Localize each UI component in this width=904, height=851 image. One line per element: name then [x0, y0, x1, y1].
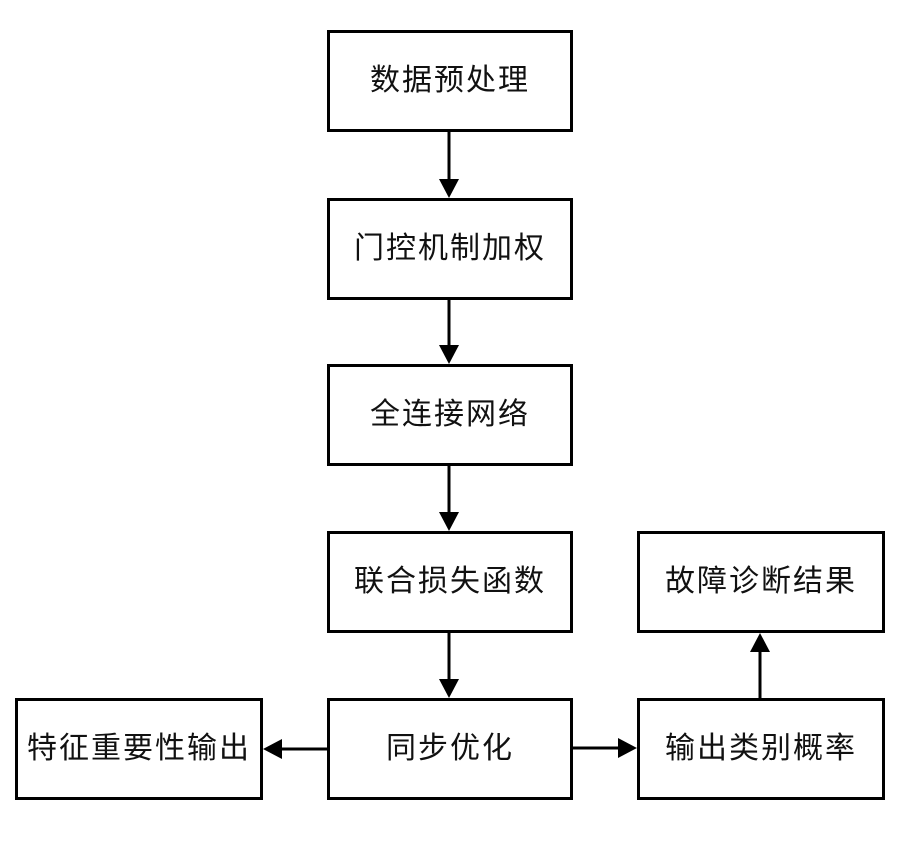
node-synchronous-optimization: 同步优化 [327, 698, 573, 800]
node-fully-connected-network: 全连接网络 [327, 364, 573, 466]
arrow-sync-to-feature-importance [263, 739, 327, 759]
node-output-class-probability-label: 输出类别概率 [665, 732, 857, 765]
arrow-sync-to-class-prob [573, 738, 637, 758]
node-feature-importance-output: 特征重要性输出 [15, 698, 263, 800]
arrow-gate-to-fc [439, 300, 459, 364]
node-feature-importance-output-label: 特征重要性输出 [27, 732, 251, 765]
arrow-class-prob-to-diagnosis [750, 633, 770, 698]
node-fault-diagnosis-result-label: 故障诊断结果 [665, 565, 857, 598]
arrow-preprocess-to-gate [439, 132, 459, 198]
node-joint-loss-function: 联合损失函数 [327, 531, 573, 633]
node-gating-mechanism-weighting-label: 门控机制加权 [354, 232, 546, 265]
node-output-class-probability: 输出类别概率 [637, 698, 885, 800]
node-data-preprocessing-label: 数据预处理 [370, 64, 530, 97]
node-data-preprocessing: 数据预处理 [327, 30, 573, 132]
node-fully-connected-network-label: 全连接网络 [370, 398, 530, 431]
arrow-loss-to-sync [439, 633, 459, 698]
arrow-fc-to-loss [439, 466, 459, 531]
node-fault-diagnosis-result: 故障诊断结果 [637, 531, 885, 633]
node-synchronous-optimization-label: 同步优化 [386, 732, 514, 765]
node-gating-mechanism-weighting: 门控机制加权 [327, 198, 573, 300]
node-joint-loss-function-label: 联合损失函数 [354, 565, 546, 598]
